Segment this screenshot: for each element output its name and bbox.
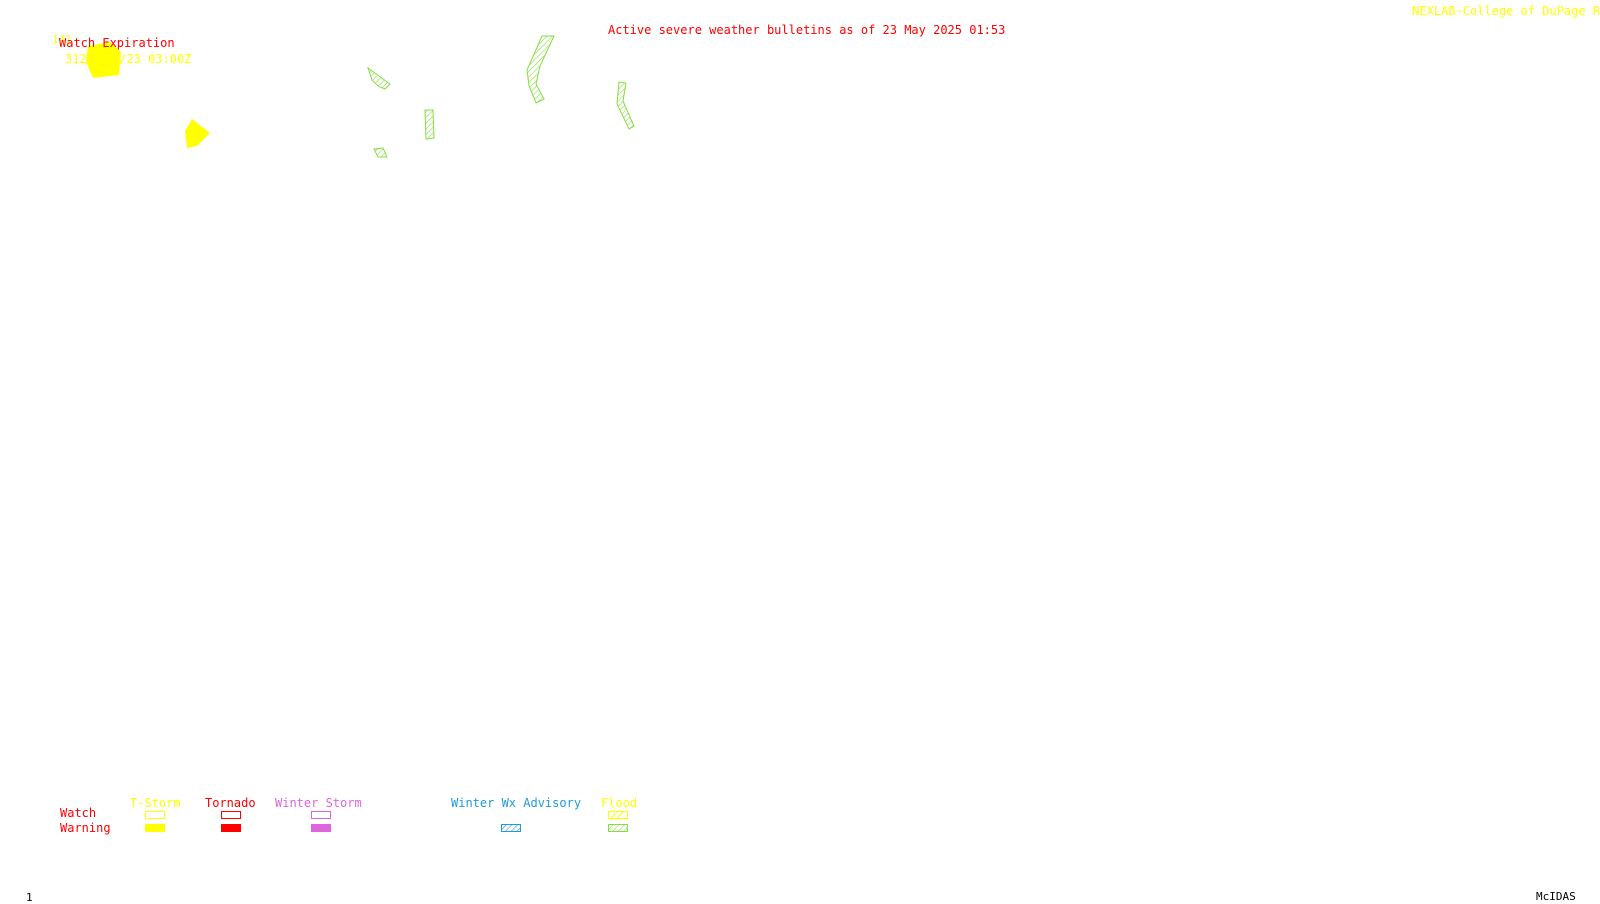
legend-swatch-winter-storm-warning xyxy=(311,824,331,832)
watch-partial-label: 141 xyxy=(52,33,72,46)
legend-swatch-flood-watch xyxy=(608,811,628,819)
legend-label-flood: Flood xyxy=(601,796,638,810)
tstorm-warning-polygon-1 xyxy=(86,42,121,78)
watch-expiration-heading: Watch Expiration xyxy=(59,36,175,50)
legend-swatch-tstorm-watch xyxy=(145,811,165,819)
software-label: McIDAS xyxy=(1536,890,1576,903)
flood-warning-polygon-2 xyxy=(424,109,435,140)
legend-swatch-winter-storm-watch xyxy=(311,811,331,819)
legend-label-winter-storm: Winter Storm xyxy=(275,796,362,810)
watch-expiration-time: 5/23 03:00Z xyxy=(112,52,192,66)
credit-label: NEXLAB-College of DuPage R xyxy=(1412,4,1600,18)
legend-label-tstorm: T-Storm xyxy=(130,796,181,810)
flood-warning-polygon-3 xyxy=(373,147,388,158)
watch-id-label: 312 xyxy=(65,52,87,66)
legend-swatch-flood-warning xyxy=(608,824,628,832)
legend-swatch-winter-advisory xyxy=(501,824,521,832)
legend-swatch-tornado-watch xyxy=(221,811,241,819)
flood-warning-polygon-5 xyxy=(616,81,635,130)
legend-label-tornado: Tornado xyxy=(205,796,256,810)
legend-row-watch: Watch xyxy=(60,806,97,820)
legend-label-winter-advisory: Winter Wx Advisory xyxy=(451,796,582,810)
bulletin-title: Active severe weather bulletins as of 23… xyxy=(608,23,1006,37)
legend-row-warning: Warning xyxy=(60,821,111,835)
flood-warning-polygon-4 xyxy=(526,35,555,104)
flood-warning-polygon-1 xyxy=(367,66,391,90)
tstorm-warning-polygon-2 xyxy=(185,119,210,148)
legend-swatch-tstorm-warning xyxy=(145,824,165,832)
legend-swatch-tornado-warning xyxy=(221,824,241,832)
frame-number: 1 xyxy=(26,891,33,904)
